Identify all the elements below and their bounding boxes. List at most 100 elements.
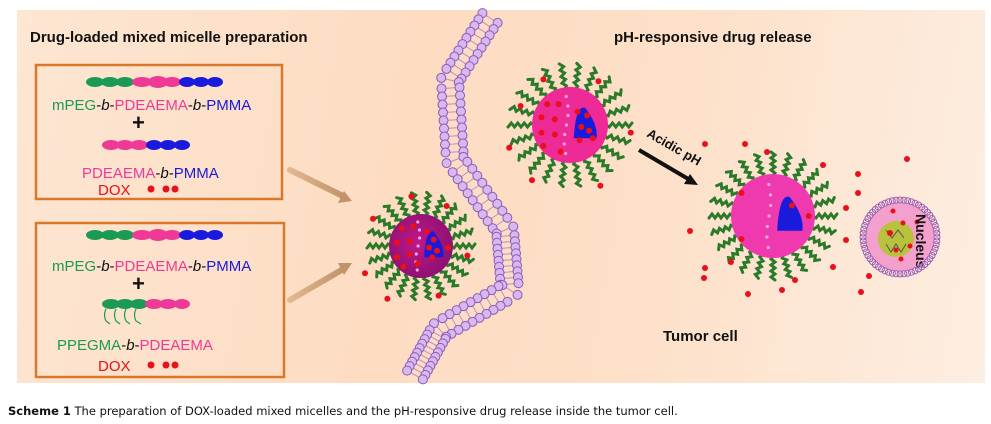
polymer-label-mpeg-pdeaema-pmma: mPEG-b-PDEAEMA-b-PMMA (52, 97, 251, 114)
released-dox-dot (779, 287, 785, 293)
plus-sign: + (132, 110, 145, 135)
corona-chain (368, 251, 394, 265)
nuclear-envelope-unit (904, 269, 912, 277)
corona-chain (603, 104, 631, 118)
dox-dot (574, 108, 581, 115)
dox-dot (555, 101, 562, 108)
corona-chain (367, 227, 394, 241)
triblock-chain-icon (86, 229, 223, 241)
corona-chain (448, 251, 475, 265)
drug-label-dox: DOX (98, 182, 131, 199)
corona-chain (780, 253, 793, 279)
dox-dot (384, 295, 391, 302)
dox-dot (738, 236, 745, 243)
formulation-box-2: mPEG-b-PDEAEMA-b-PMMA + PPEGMA-b-PDEAEMA… (34, 221, 286, 379)
corona-chain (710, 223, 736, 236)
interface-dot (564, 94, 568, 99)
released-dox-dot (702, 141, 708, 147)
interface-dot (768, 193, 773, 197)
corona-chain (603, 132, 632, 146)
dox-dot (406, 238, 413, 245)
nuclear-envelope-unit (911, 267, 919, 275)
interface-dot (564, 151, 568, 156)
interface-dot (416, 220, 420, 224)
corona-chain (707, 211, 735, 221)
corona-chain (799, 167, 820, 190)
box-1-border (34, 63, 284, 201)
lipid-head (502, 212, 513, 223)
lipid-head (487, 191, 498, 202)
corona-chain (726, 242, 747, 265)
interface-dot (766, 245, 770, 250)
nuclear-envelope-unit (862, 248, 870, 256)
lipid-head (482, 184, 493, 195)
corona-chain (515, 89, 542, 108)
lipid-head (513, 278, 524, 289)
micelle-core (731, 174, 815, 258)
interface-dot (767, 214, 771, 218)
polymer-label-ppegma-pdeaema: PPEGMA-b-PDEAEMA (57, 337, 213, 354)
interface-dot (563, 132, 567, 137)
dox-dot (540, 142, 547, 149)
dox-dot (529, 177, 535, 184)
released-dox-dot (764, 149, 770, 155)
dox-molecule-icon (147, 361, 179, 369)
interface-dot (765, 224, 769, 229)
interface-dot (765, 235, 769, 239)
corona-chain (395, 271, 411, 298)
nuclear-envelope-unit (911, 199, 919, 207)
lipid-head (497, 205, 508, 216)
corona-chain (373, 214, 398, 232)
corona-chain (806, 234, 831, 251)
dox-dot (517, 103, 524, 109)
nuclear-envelope-unit (888, 197, 896, 205)
dox-dot (627, 129, 634, 136)
corona-chain (768, 150, 778, 178)
corona-chain (715, 181, 740, 198)
corona-chain (444, 260, 469, 278)
dox-dot (589, 135, 596, 142)
interface-dot (564, 123, 569, 127)
triblock-chain-icon (86, 76, 223, 88)
dox-dot (445, 244, 452, 251)
released-dox-dot (858, 289, 864, 295)
brush-diblock-chain-icon (102, 299, 190, 325)
corona-chain (528, 150, 548, 175)
dox-dot (544, 101, 551, 108)
dox-dot (410, 223, 416, 230)
nuclear-envelope-unit (931, 222, 939, 230)
caption-text: The preparation of DOX-loaded mixed mice… (70, 404, 678, 418)
released-dox-dot (855, 190, 861, 196)
corona-chain (753, 153, 766, 179)
drug-loaded-micelle-icon (362, 190, 477, 302)
released-dox-dot (830, 264, 836, 270)
dox-dot (408, 193, 415, 200)
interface-dot (566, 113, 570, 118)
lipid-head (441, 158, 452, 169)
nuclear-envelope-unit (888, 269, 896, 277)
released-dox-dot (702, 265, 708, 271)
interface-dot (416, 244, 420, 248)
lipid-head (472, 202, 483, 213)
corona-chain (506, 120, 536, 130)
dox-dot (398, 225, 405, 232)
nuclear-envelope-unit (860, 241, 868, 249)
nuclear-envelope-unit (859, 229, 867, 237)
lipid-head (467, 195, 478, 206)
nuclear-envelope-unit (881, 267, 889, 275)
lipid-head (492, 198, 503, 209)
corona-chain (448, 227, 474, 241)
heading-release: pH-responsive drug release (614, 29, 812, 46)
released-dox-dot (820, 162, 826, 168)
caption-label: Scheme 1 (8, 404, 71, 418)
dox-dot (595, 78, 602, 85)
corona-chain (738, 249, 755, 274)
corona-chain (444, 213, 467, 232)
box-2-border (34, 221, 286, 379)
corona-chain (439, 202, 458, 225)
corona-chain (431, 271, 447, 296)
label-tumor-cell: Tumor cell (663, 328, 738, 345)
dox-dot (414, 260, 421, 267)
corona-chain (717, 234, 740, 252)
